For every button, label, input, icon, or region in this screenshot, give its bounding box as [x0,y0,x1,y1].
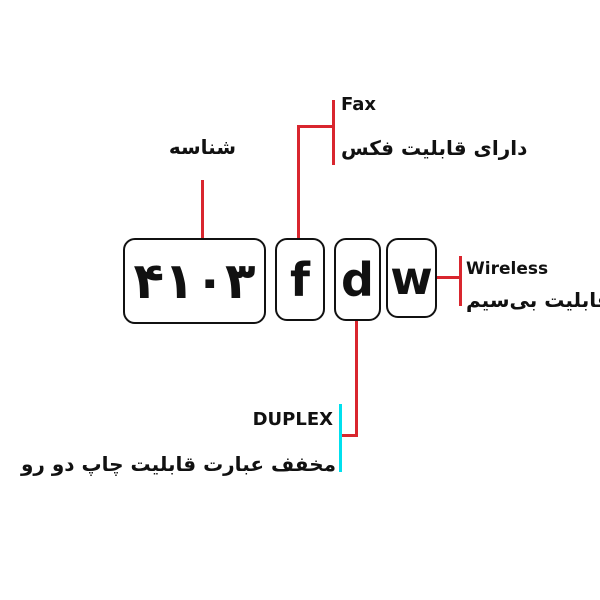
model-connector-line [201,180,204,238]
fax-label-fa: دارای قابلیت فکس [341,136,528,160]
fax-letter-box: f [275,238,325,321]
wireless-bracket-line [459,256,462,306]
wireless-letter-text: w [390,251,433,305]
wireless-label-en: Wireless [466,259,549,279]
wireless-letter-box: w [386,238,437,318]
wireless-connector-line [437,276,461,279]
duplex-label-en: DUPLEX [252,409,333,430]
duplex-accent-line [339,404,342,472]
duplex-connector-horizontal [340,434,358,437]
fax-label-en: Fax [341,94,376,115]
duplex-label-fa: مخفف عبارت قابلیت چاپ دو رو [20,452,336,476]
model-number-box: ۴۱۰۳ [123,238,266,324]
fax-letter-text: f [289,252,310,307]
model-number-text: ۴۱۰۳ [133,252,256,310]
duplex-letter-box: d [334,238,381,321]
fax-bracket-line [332,100,335,165]
duplex-connector-vertical [355,321,358,437]
duplex-letter-text: d [341,252,374,307]
fax-connector-vertical [297,126,300,238]
model-label: شناسه [168,135,236,159]
wireless-label-fa: قابلیت بی‌سیم [466,288,600,312]
fax-connector-horizontal [297,125,334,128]
